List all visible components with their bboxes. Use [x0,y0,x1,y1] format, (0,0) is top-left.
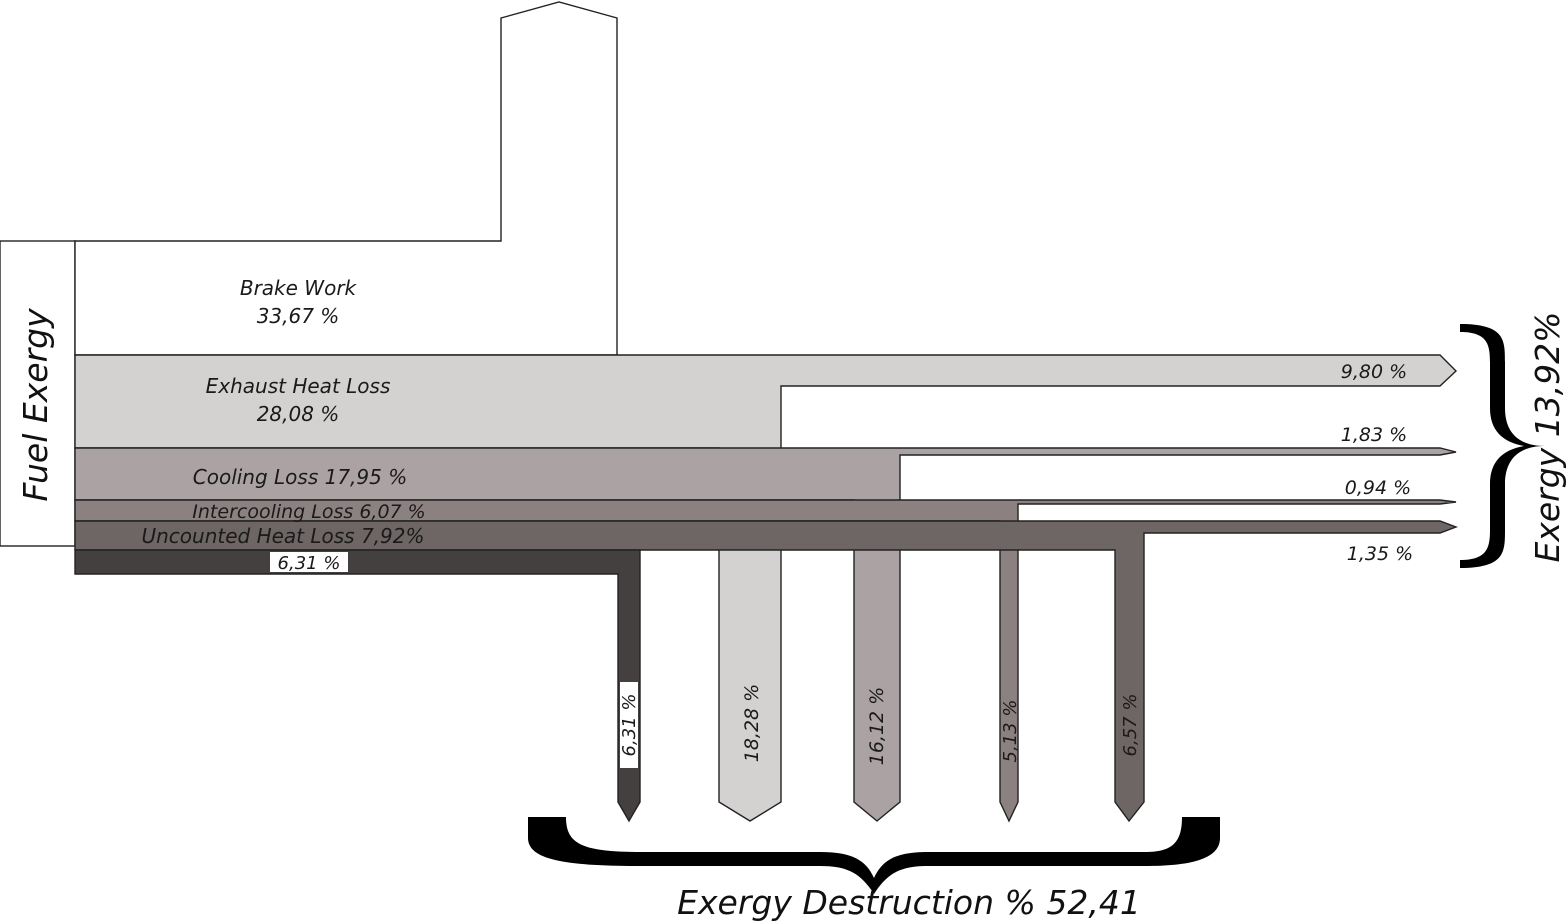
exergy-output-value: 1,83 % [1341,424,1407,446]
fuel-exergy-label: Fuel Exergy [16,308,55,502]
destruction-value: 16,12 % [866,687,888,766]
uncounted-label: Uncounted Heat Loss 7,92% [141,524,424,548]
uncounted-heat-loss-flow [74,520,1458,823]
fuel-exergy-block [0,240,76,547]
destruction-value: 6,57 % [1120,694,1141,757]
exergy-output-value: 1,35 % [1347,543,1413,565]
exhaust-value: 28,08 % [257,402,340,426]
exhaust-name: Exhaust Heat Loss [206,374,391,398]
exergy-output-value: 0,94 % [1345,477,1411,499]
cooling-label: Cooling Loss 17,95 % [193,465,407,489]
brake-work-flow [74,1,618,356]
destruction-value: 5,13 % [1000,700,1021,763]
brake-work-name: Brake Work [240,276,358,300]
friction-label: 6,31 % [278,553,341,574]
destruction-value: 6,31 % [619,694,640,757]
exergy-output-brace [1460,324,1545,568]
intercooling-label: Intercooling Loss 6,07 % [192,501,425,523]
exergy-output-value: 9,80 % [1341,361,1407,383]
exergy-destruction-label: Exergy Destruction % 52,41 [677,883,1141,922]
friction-vertical-label-box [620,682,638,768]
friction-label-box [270,552,348,572]
exergy-total-label: Exergy 13,92% [1528,311,1567,562]
friction-loss-flow [74,549,641,823]
destruction-value: 18,28 % [741,684,763,763]
exergy-destruction-brace [528,817,1220,894]
brake-work-value: 33,67 % [257,304,340,328]
